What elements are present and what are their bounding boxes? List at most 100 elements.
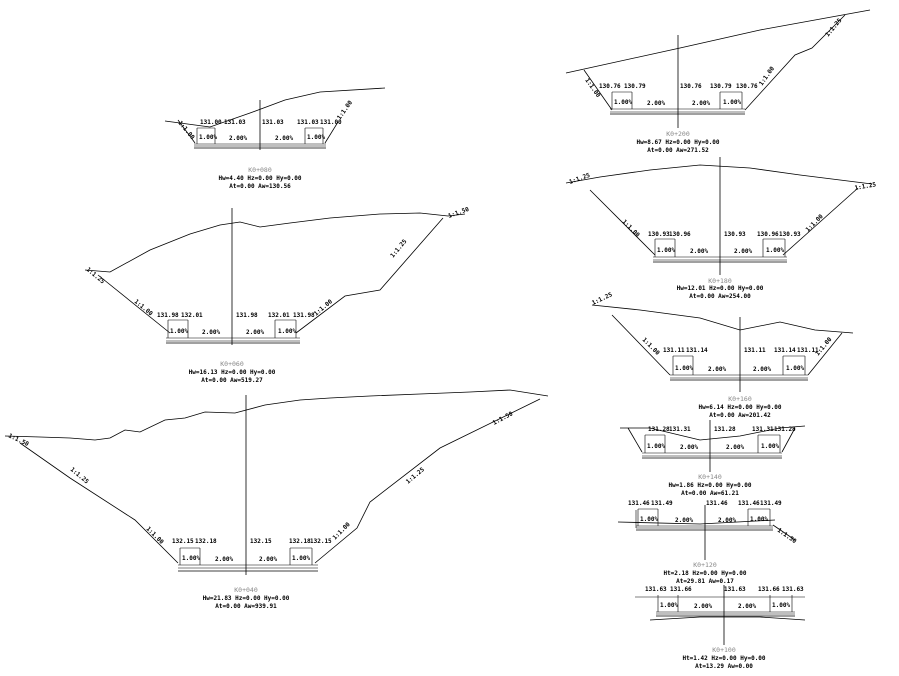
grade-label: 2.00% (259, 556, 277, 563)
section-info: Hw=1.86 Hz=0.00 Hy=0.00 (668, 482, 751, 489)
elevation-label: 131.66 (670, 586, 692, 593)
station-label: K0+060 (220, 360, 244, 368)
grade-label: 1.00% (647, 443, 665, 450)
section-k0-200: 1.00% 2.00% 2.00% 1.00% 130.76 130.79 13… (565, 9, 871, 154)
ground-line (617, 519, 776, 525)
cut-slope-right (782, 187, 859, 256)
grade-label: 2.00% (718, 517, 736, 524)
station-label: K0+140 (698, 473, 722, 481)
elevation-label: 131.46 (628, 500, 650, 507)
slope-label: 1:1.25 (854, 181, 877, 192)
grade-label: 1.00% (292, 555, 310, 562)
slope-label: 1:1.50 (447, 206, 470, 220)
elevation-label: 131.03 (262, 119, 284, 126)
elevation-label: 131.28 (648, 426, 670, 433)
ground-line (565, 9, 871, 74)
cut-slope-left (97, 274, 171, 334)
slope-label: 1:1.00 (133, 298, 154, 318)
section-info: Hw=16.13 Hz=0.00 Hy=0.00 (189, 369, 276, 376)
cut-slope-right (324, 121, 339, 144)
ground-line (565, 164, 873, 185)
elevation-label: 131.98 (293, 312, 315, 319)
slope-label: 1:1.00 (804, 213, 825, 234)
cut-slope-right (744, 14, 846, 111)
elevation-label: 130.76 (680, 83, 702, 90)
cut-slope-left (19, 442, 179, 564)
slope-label: 1:1.25 (69, 466, 90, 486)
cut-slope-left (611, 314, 671, 376)
grade-label: 2.00% (734, 248, 752, 255)
elevation-label: 131.46 (738, 500, 760, 507)
cut-slope-left (627, 427, 643, 453)
grade-label: 2.00% (708, 366, 726, 373)
grade-label: 2.00% (215, 556, 233, 563)
grade-label: 1.00% (182, 555, 200, 562)
section-info: Ht=2.18 Hz=0.00 Hy=0.00 (663, 570, 746, 577)
slope-label: 1:1.00 (176, 120, 196, 141)
cut-slope-right (807, 332, 843, 376)
elevation-label: 131.11 (744, 347, 766, 354)
slope-label: 1:1.00 (331, 521, 352, 542)
elevation-label: 130.93 (724, 231, 746, 238)
station-label: K0+180 (708, 277, 732, 285)
elevation-label: 131.14 (686, 347, 708, 354)
section-k0-080: 1.00% 2.00% 2.00% 1.00% 131.00 131.03 13… (164, 87, 386, 190)
cut-slope-left (583, 69, 613, 111)
elevation-label: 132.15 (310, 538, 332, 545)
section-info: Hw=21.83 Hz=0.00 Hy=0.00 (203, 595, 290, 602)
section-k0-160: 1.00% 2.00% 2.00% 1.00% 131.11 131.14 13… (591, 291, 854, 419)
slope-label: 1:1.00 (336, 99, 354, 121)
slope-label: 1:1.25 (85, 266, 106, 286)
section-info: Hw=12.01 Hz=0.00 Hy=0.00 (677, 285, 764, 292)
elevation-label: 130.76 (599, 83, 621, 90)
cut-slope-right (781, 427, 796, 453)
station-label: K0+120 (693, 561, 717, 569)
section-info: At=13.29 Aw=0.00 (695, 663, 753, 670)
section-info: Ht=1.42 Hz=0.00 Hy=0.00 (682, 655, 765, 662)
elevation-label: 130.93 (779, 231, 801, 238)
slope-label: 1:1.00 (313, 298, 334, 318)
elevation-label: 130.93 (648, 231, 670, 238)
ground-line (620, 425, 806, 441)
slope-label: 1:1.25 (591, 291, 614, 307)
section-k0-140: 1.00% 2.00% 2.00% 1.00% 131.28 131.31 13… (620, 420, 806, 497)
elevation-label: 131.00 (320, 119, 342, 126)
cut-slope-right (295, 217, 444, 334)
station-label: K0+100 (712, 646, 736, 654)
elevation-label: 132.15 (250, 538, 272, 545)
grade-label: 1.00% (750, 516, 768, 523)
section-k0-040: 1.00% 2.00% 2.00% 1.00% 132.15 132.18 13… (4, 389, 549, 610)
elevation-label: 131.49 (651, 500, 673, 507)
ground-line (4, 389, 549, 441)
elevation-label: 131.63 (724, 586, 746, 593)
grade-label: 1.00% (614, 99, 632, 106)
section-info: Hw=4.40 Hz=0.00 Hy=0.00 (218, 175, 301, 182)
grade-label: 2.00% (726, 444, 744, 451)
grade-label: 2.00% (738, 603, 756, 610)
slope-label: 1:1.25 (824, 17, 844, 38)
ground-line (649, 616, 806, 621)
ground-line (591, 304, 854, 334)
elevation-label: 131.98 (236, 312, 258, 319)
elevation-label: 132.18 (195, 538, 217, 545)
elevation-label: 131.03 (297, 119, 319, 126)
elevation-label: 131.31 (669, 426, 691, 433)
ground-line (164, 87, 386, 128)
elevation-label: 132.18 (289, 538, 311, 545)
elevation-label: 131.31 (752, 426, 774, 433)
elevation-label: 131.00 (200, 119, 222, 126)
section-k0-060: 1.00% 2.00% 2.00% 1.00% 131.98 132.01 13… (85, 206, 471, 384)
elevation-label: 131.28 (714, 426, 736, 433)
cut-slope-left (177, 119, 196, 144)
grade-label: 2.00% (275, 135, 293, 142)
slope-label: 1:1.00 (145, 525, 166, 546)
elevation-label: 131.14 (774, 347, 796, 354)
grade-label: 2.00% (694, 603, 712, 610)
grade-label: 1.00% (761, 443, 779, 450)
section-info: Hw=6.14 Hz=0.00 Hy=0.00 (698, 404, 781, 411)
grade-label: 2.00% (680, 444, 698, 451)
section-info: Hw=8.67 Hz=0.00 Hy=0.00 (636, 139, 719, 146)
elevation-label: 131.11 (797, 347, 819, 354)
elevation-label: 131.28 (774, 426, 796, 433)
section-k0-100: 1.00% 2.00% 2.00% 1.00% 131.63 131.66 13… (635, 585, 806, 670)
